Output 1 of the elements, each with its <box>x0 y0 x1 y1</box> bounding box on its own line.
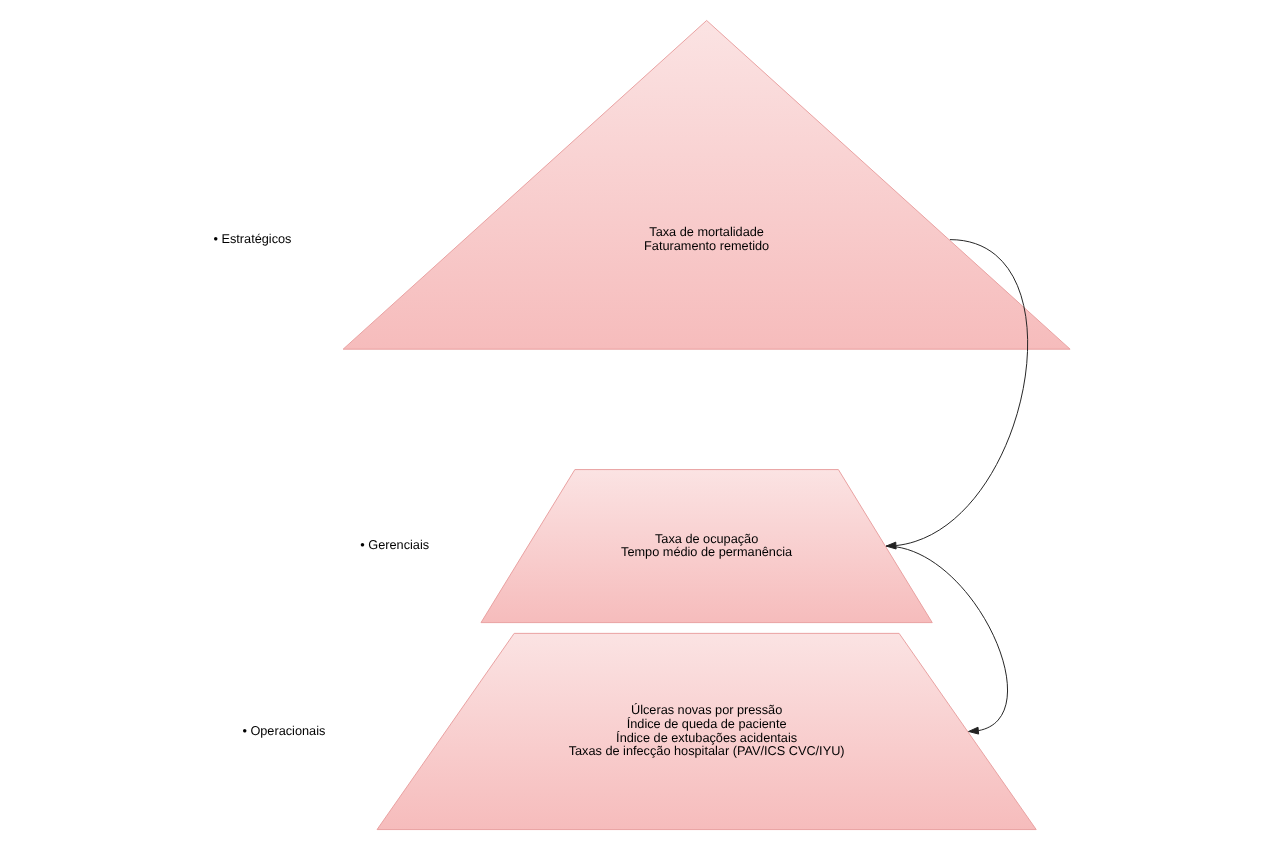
arrow <box>884 545 1007 735</box>
